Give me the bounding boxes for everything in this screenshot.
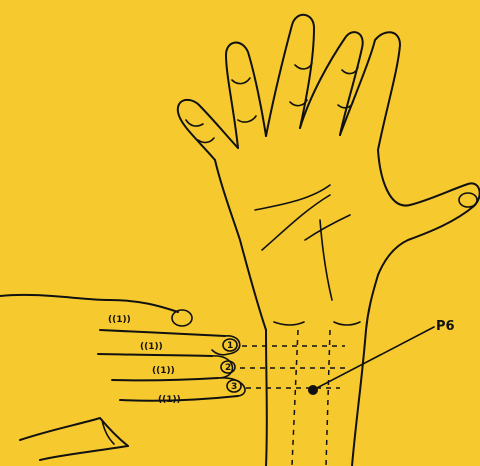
finger-marker-2: 2 [225, 363, 231, 373]
svg-text:((1)): ((1)) [152, 366, 175, 376]
measuring-hand: ((1)) ((1)) ((1)) ((1)) [0, 295, 245, 460]
finger-marker-1: 1 [227, 341, 233, 351]
svg-text:((1)): ((1)) [158, 395, 181, 405]
svg-text:((1)): ((1)) [108, 315, 131, 325]
finger-marker-3: 3 [231, 382, 237, 392]
svg-text:((1)): ((1)) [140, 342, 163, 352]
measurement-grid [240, 330, 345, 466]
p6-label: P6 [436, 319, 455, 334]
p6-pointer-line [313, 327, 434, 390]
